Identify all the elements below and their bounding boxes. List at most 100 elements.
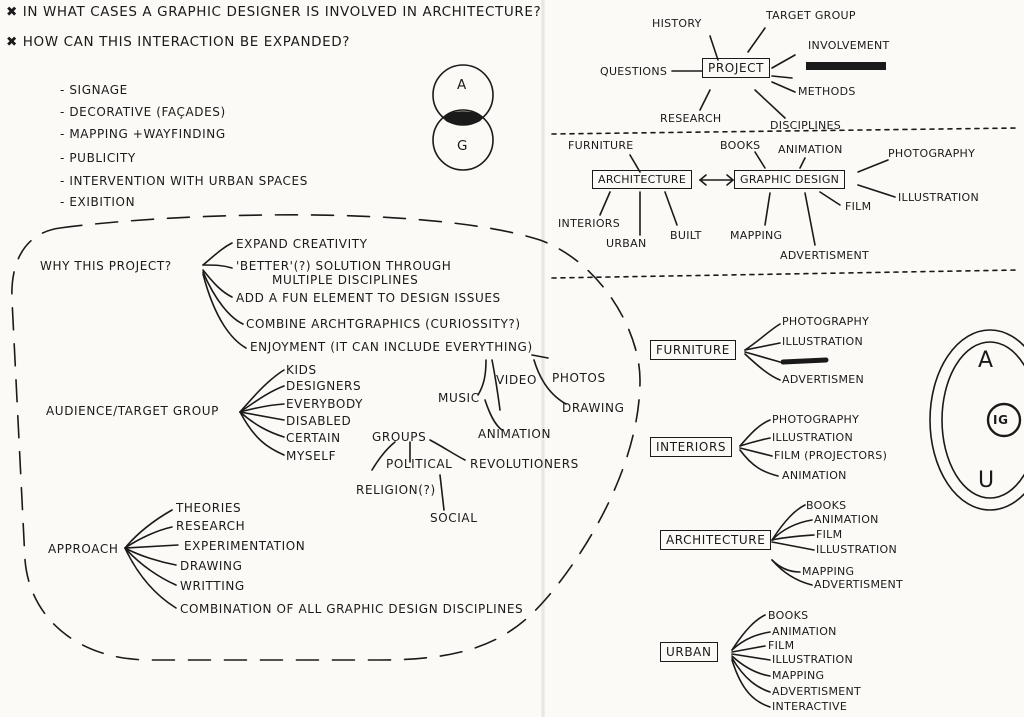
audience-disabled: Disabled <box>286 414 352 428</box>
case-exibition: - Exibition <box>60 195 136 209</box>
rel-film: Film <box>845 200 872 213</box>
question-2: ✖ How can this interaction be expanded? <box>6 34 351 50</box>
audience-certain: Certain <box>286 431 341 445</box>
urban-mapping: Mapping <box>772 669 825 682</box>
page-gutter <box>541 0 545 717</box>
architecture-advertisment: Advertisment <box>814 578 904 591</box>
approach-label: Approach <box>48 542 119 556</box>
interiors-animation: Animation <box>782 469 847 482</box>
audience-groups: Groups <box>372 430 427 444</box>
rel-animation: Animation <box>778 143 843 156</box>
case-decorative: - Decorative (façades) <box>60 105 226 119</box>
media-animation: Animation <box>478 427 552 441</box>
project-target-group: Target group <box>766 9 856 22</box>
case-mapping: - Mapping +wayfinding <box>60 127 226 141</box>
graphic-design-box: Graphic design <box>734 170 846 189</box>
audience-everybody: Everybody <box>286 397 364 411</box>
logo-outer <box>929 329 1024 511</box>
venn-circle-g <box>432 109 494 171</box>
project-questions: Questions <box>600 65 668 78</box>
rel-mapping: Mapping <box>730 229 783 242</box>
interiors-illustration: Illustration <box>772 431 854 444</box>
why-item-4: Combine archtgraphics (curiossity?) <box>246 317 521 331</box>
project-history: History <box>652 17 702 30</box>
approach-combination: Combination of all graphic design discip… <box>180 602 524 616</box>
why-item-2: 'Better'(?) solution through <box>236 259 452 273</box>
interiors-film: Film (projectors) <box>774 449 888 462</box>
project-methods: Methods <box>798 85 856 98</box>
why-label: Why this project? <box>40 259 172 273</box>
furniture-photography: Photography <box>782 315 870 328</box>
question-1: ✖ In what cases a graphic designer is in… <box>6 4 542 20</box>
project-research: Research <box>660 112 722 125</box>
why-item-3: Add a fun element to design issues <box>236 291 501 305</box>
project-involvement: Involvement <box>808 39 890 52</box>
architecture-books: Books <box>806 499 847 512</box>
why-item-5: Enjoyment (it can include everything) <box>250 340 533 354</box>
furniture-box: Furniture <box>650 340 736 360</box>
audience-revolutioners: Revolutioners <box>470 457 579 471</box>
audience-label: Audience/Target group <box>46 404 220 418</box>
rel-books: Books <box>720 139 761 152</box>
media-video: Video <box>496 373 538 387</box>
venn-circle-a <box>432 64 494 126</box>
scribbled-out-word <box>806 62 886 70</box>
rel-built: Built <box>670 229 702 242</box>
venn-label-g: G <box>457 138 469 154</box>
logo-ring <box>941 341 1024 499</box>
audience-myself: Myself <box>286 449 337 463</box>
interiors-box: Interiors <box>650 437 733 457</box>
project-box: Project <box>702 58 771 78</box>
rel-advertisment: Advertisment <box>780 249 870 262</box>
urban-interactive: Interactive <box>772 700 848 713</box>
scribble-strike <box>780 357 829 365</box>
venn-overlap-hatch <box>444 111 482 125</box>
why-item-1: Expand creativity <box>236 237 368 251</box>
audience-religion: Religion(?) <box>356 483 436 497</box>
architecture-mapping: Mapping <box>802 565 855 578</box>
rel-photography: Photography <box>888 147 976 160</box>
case-signage: - Signage <box>60 83 128 97</box>
urban-box: Urban <box>660 642 718 662</box>
architecture-box: Architecture <box>592 170 693 189</box>
furniture-advertismen: Advertismen <box>782 373 865 386</box>
case-publicity: - Publicity <box>60 151 136 165</box>
architecture-film: Film <box>816 528 843 541</box>
logo-core <box>986 402 1022 438</box>
logo-letter-a: A <box>978 348 994 373</box>
logo-letter-ig: IG <box>993 413 1009 427</box>
urban-books: Books <box>768 609 809 622</box>
venn-label-a: A <box>457 77 467 93</box>
case-intervention: - Intervention with urban spaces <box>60 174 308 188</box>
media-music: Music <box>438 391 480 405</box>
approach-research: Research <box>176 519 246 533</box>
architecture-illustration: Illustration <box>816 543 898 556</box>
rel-interiors: Interiors <box>558 217 621 230</box>
dashed-boundary <box>11 214 641 661</box>
approach-drawing: Drawing <box>180 559 243 573</box>
urban-illustration: Illustration <box>772 653 854 666</box>
approach-experimentation: Experimentation <box>184 539 306 553</box>
media-photos: Photos <box>552 371 606 385</box>
audience-social: Social <box>430 511 478 525</box>
why-item-2b: multiple disciplines <box>272 273 419 287</box>
urban-advertisment: Advertisment <box>772 685 862 698</box>
rel-urban: Urban <box>606 237 647 250</box>
architecture-section-box: Architecture <box>660 530 772 550</box>
furniture-illustration: Illustration <box>782 335 864 348</box>
logo-letter-u: U <box>978 468 995 493</box>
audience-designers: Designers <box>286 379 362 393</box>
audience-kids: Kids <box>286 363 317 377</box>
urban-film: Film <box>768 639 795 652</box>
interiors-photography: Photography <box>772 413 860 426</box>
approach-theories: Theories <box>176 501 242 515</box>
rel-furniture: Furniture <box>568 139 634 152</box>
architecture-animation: Animation <box>814 513 879 526</box>
audience-political: Political <box>386 457 453 471</box>
urban-animation: Animation <box>772 625 837 638</box>
project-disciplines: Disciplines <box>770 119 842 132</box>
separator-2 <box>551 269 1019 279</box>
approach-writting: Writting <box>180 579 245 593</box>
